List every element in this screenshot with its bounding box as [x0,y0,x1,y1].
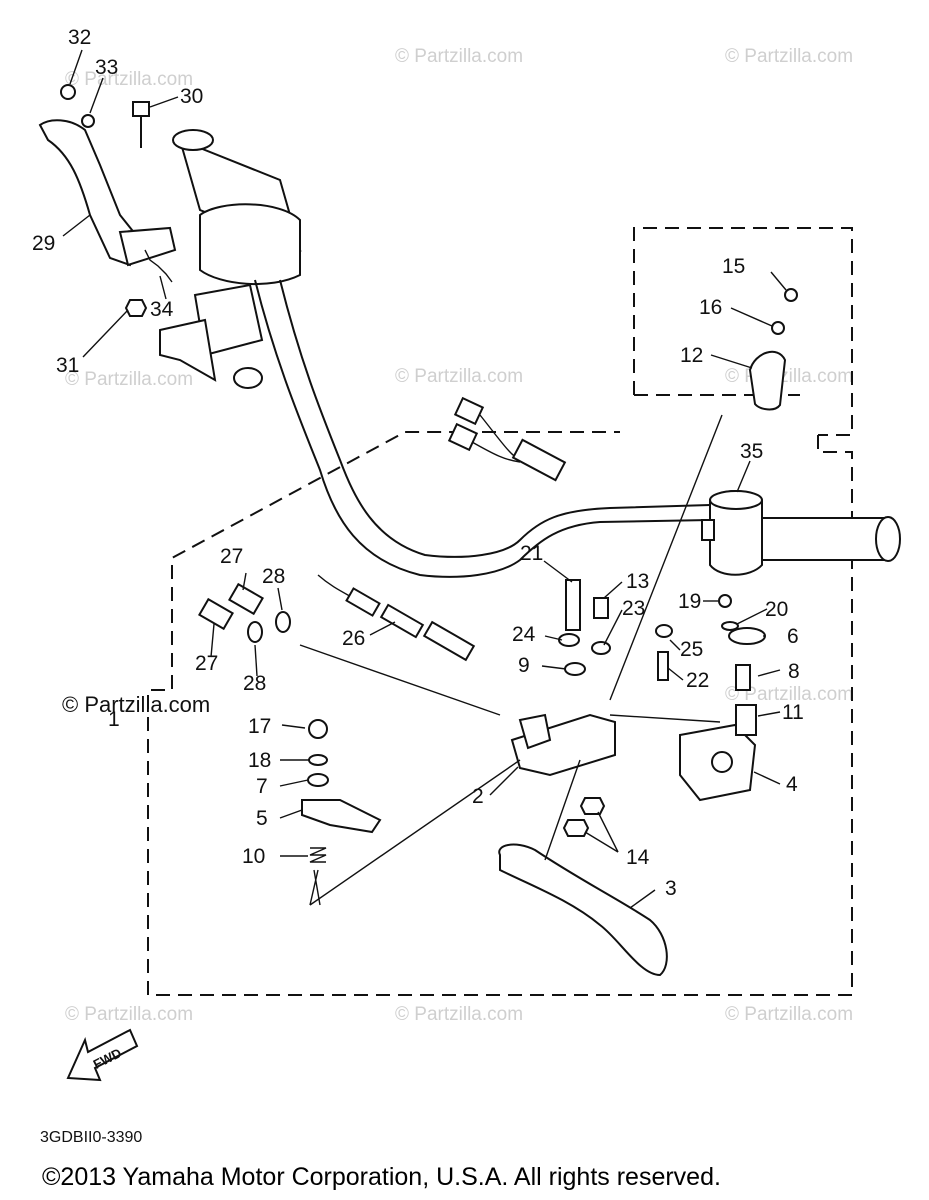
forward-arrow-icon: FWD [66,1028,139,1082]
diagram-code: 3GDBII0-3390 [40,1129,142,1146]
right-lever-assembly [498,579,766,977]
part-label: 12 [680,344,703,367]
part-label: 34 [150,298,174,321]
part-label: 21 [520,542,543,565]
part-label: 30 [180,85,203,108]
watermark: © Partzilla.com [395,46,523,67]
part-label: 35 [740,440,763,463]
part-label: 7 [256,775,268,798]
leader-lines [62,49,787,909]
part-label: 13 [626,570,649,593]
part-label: 11 [782,701,804,724]
clamp-part [748,288,798,411]
part-label: 26 [342,627,365,650]
part-label: 32 [68,26,91,49]
watermark: © Partzilla.com [725,684,853,705]
watermark: © Partzilla.com [395,1004,523,1025]
watermark-layer: © Partzilla.com © Partzilla.com © Partzi… [65,46,853,1025]
part-label: 28 [262,565,285,588]
brake-switch-parts [301,719,382,863]
part-label: 25 [680,638,703,661]
part-label: 27 [220,545,243,568]
watermark: © Partzilla.com [395,366,523,387]
watermark: © Partzilla.com [725,46,853,67]
cable-parts [198,574,476,662]
handlebar [159,129,901,578]
part-label: 18 [248,749,271,772]
part-label: 9 [518,654,530,677]
watermark-dark: © Partzilla.com [62,692,210,717]
part-label: 28 [243,672,266,695]
part-label: 27 [195,652,218,675]
part-label: 17 [248,715,271,738]
part-labels: 32 33 30 29 34 31 15 16 12 35 21 13 19 2… [32,26,804,900]
watermark: © Partzilla.com [65,369,193,390]
part-label: 6 [787,625,799,648]
part-label: 4 [786,773,798,796]
part-label: 2 [472,785,484,808]
watermark: © Partzilla.com [65,69,193,90]
part-label: 20 [765,598,788,621]
wire-harness [447,396,567,482]
switch-assembly [701,490,763,576]
copyright-notice: ©2013 Yamaha Motor Corporation, U.S.A. A… [42,1163,721,1191]
part-label: 14 [626,846,650,869]
watermark: © Partzilla.com [725,366,853,387]
part-label: 24 [512,623,536,646]
part-label: 22 [686,669,709,692]
part-label: 10 [242,845,265,868]
watermark: © Partzilla.com [725,1004,853,1025]
part-label: 15 [722,255,745,278]
part-label: 5 [256,807,268,830]
part-label: 3 [665,877,677,900]
part-label: 23 [622,597,645,620]
part-label: 31 [56,354,79,377]
part-label: 1 [108,708,120,731]
part-label: 19 [678,590,701,613]
part-label: 33 [95,56,118,79]
part-label: 8 [788,660,800,683]
watermark: © Partzilla.com [65,1004,193,1025]
left-lever-assembly [38,84,177,317]
part-label: 29 [32,232,55,255]
part-label: 16 [699,296,722,319]
